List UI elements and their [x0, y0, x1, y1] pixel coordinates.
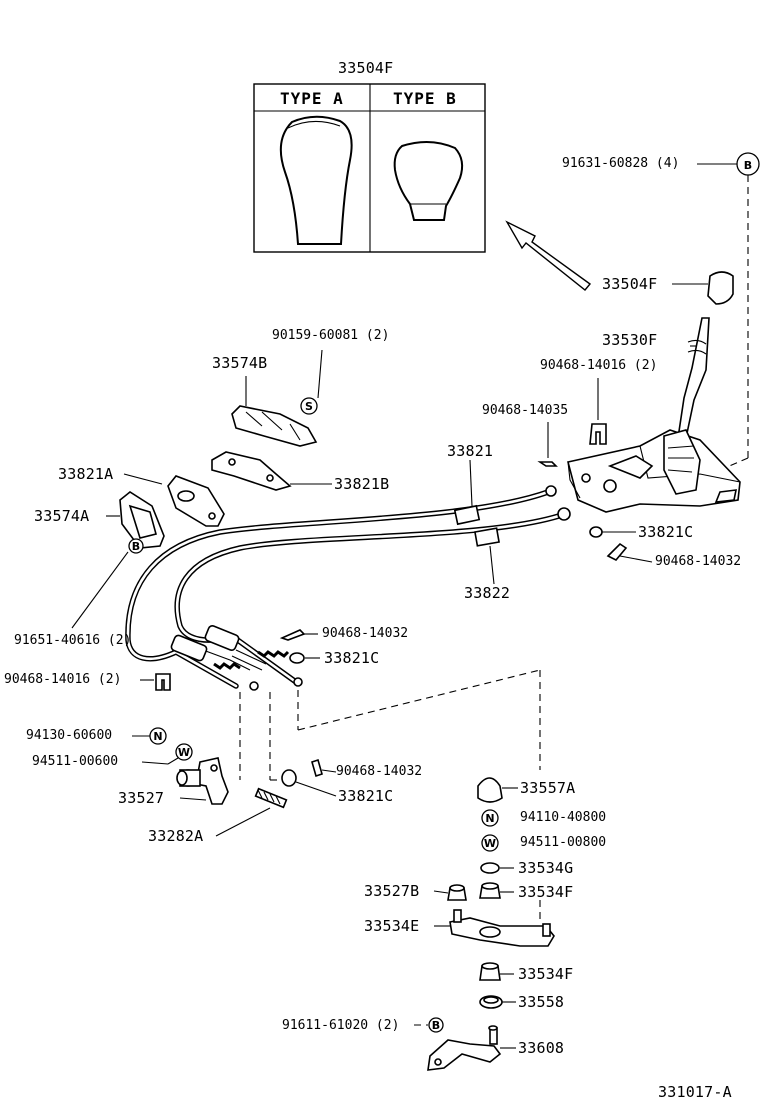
retainer-33574b — [231, 376, 318, 447]
w-marker-left-text: W — [178, 746, 190, 759]
label-33534e: 33534E — [364, 917, 420, 935]
n-marker-left: N — [132, 727, 167, 745]
label-33821c-mid: 33821C — [324, 649, 380, 667]
shift-knob-type-a — [279, 115, 353, 245]
label-90159-60081: 90159-60081 (2) — [272, 328, 390, 343]
b-marker-bottom: B — [414, 1017, 444, 1033]
label-33574a: 33574A — [34, 507, 90, 525]
bushing-33534f-top — [479, 882, 514, 899]
plate-33821a — [123, 473, 225, 527]
type-a-label: TYPE A — [280, 89, 344, 108]
cable-33822 — [174, 507, 571, 685]
b-marker-left: B — [71, 538, 144, 629]
s-marker: S — [300, 349, 323, 415]
type-b-label: TYPE B — [393, 89, 457, 108]
label-90468-14035: 90468-14035 — [482, 403, 569, 418]
b-marker-left-text: B — [132, 540, 140, 553]
washer-33821c-low — [281, 769, 337, 797]
label-33534f-top: 33534F — [518, 883, 574, 901]
label-33534g: 33534G — [518, 859, 574, 877]
label-33821b: 33821B — [334, 475, 390, 493]
washer-33534g — [480, 862, 514, 874]
bracket-33527 — [176, 757, 229, 805]
lever-33534e — [434, 909, 555, 947]
b-marker-top: B — [697, 152, 760, 471]
clip-90468-14016-left — [140, 673, 171, 691]
w-marker-right: W — [481, 834, 499, 852]
w-marker-left: W — [141, 743, 193, 765]
clip-90468-14032-low — [311, 758, 337, 778]
label-33534f-low: 33534F — [518, 965, 574, 983]
label-90468-14032-mid: 90468-14032 — [322, 626, 409, 641]
s-marker-text: S — [305, 400, 313, 413]
shift-lever-assembly — [567, 317, 741, 513]
label-33504f: 33504F — [602, 275, 658, 293]
bushing-33527b — [433, 884, 467, 901]
label-33822: 33822 — [464, 584, 511, 602]
clip-90468-14032-mid — [279, 629, 318, 641]
label-33821c-low: 33821C — [338, 787, 394, 805]
label-94511-00600: 94511-00600 — [32, 754, 119, 769]
pin-33282a — [215, 787, 288, 837]
label-90468-14032-right: 90468-14032 — [655, 554, 742, 569]
label-33821a: 33821A — [58, 465, 114, 483]
lever-33608 — [427, 1025, 516, 1071]
inset-box — [253, 83, 486, 253]
label-94110-40800: 94110-40800 — [520, 810, 607, 825]
label-33282a: 33282A — [148, 827, 204, 845]
label-90468-14016-left: 90468-14016 (2) — [4, 672, 122, 687]
label-91651-40616: 91651-40616 (2) — [14, 633, 132, 648]
b-marker-bottom-text: B — [432, 1019, 440, 1032]
bushing-33557a — [477, 777, 518, 803]
label-33574b: 33574B — [212, 354, 268, 372]
shift-knob — [672, 271, 734, 305]
label-33557a: 33557A — [520, 779, 576, 797]
n-marker-right: N — [481, 809, 499, 827]
diagram-ref-code: 331017-A — [658, 1083, 732, 1101]
label-94511-00800: 94511-00800 — [520, 835, 607, 850]
label-90468-14016-top: 90468-14016 (2) — [540, 358, 658, 373]
clip-90468-14032-right — [606, 542, 653, 563]
label-94130-60600: 94130-60600 — [26, 728, 113, 743]
inset-title: 33504F — [338, 59, 394, 77]
direction-arrow — [505, 220, 592, 291]
assembly-guides — [239, 669, 541, 920]
clip-90468-14016-top — [589, 378, 607, 445]
cable-end-sleeves — [170, 624, 303, 691]
label-33530f: 33530F — [602, 331, 658, 349]
retainer-33574a — [106, 491, 165, 549]
label-33821: 33821 — [447, 442, 494, 460]
label-33527: 33527 — [118, 789, 165, 807]
n-marker-left-text: N — [153, 730, 162, 743]
w-marker-right-text: W — [484, 837, 496, 850]
shift-knob-type-b — [393, 141, 464, 221]
washer-33821c-mid — [289, 652, 320, 664]
label-33558: 33558 — [518, 993, 565, 1011]
label-90468-14032-low: 90468-14032 — [336, 764, 423, 779]
label-33527b: 33527B — [364, 882, 420, 900]
clip-90468-14035 — [537, 422, 558, 467]
b-marker-top-text: B — [744, 159, 752, 172]
n-marker-right-text: N — [485, 812, 494, 825]
label-91631-60828: 91631-60828 (4) — [562, 156, 680, 171]
collar-33558 — [479, 995, 516, 1009]
plate-33821b — [211, 451, 332, 491]
label-33821c-right: 33821C — [638, 523, 694, 541]
label-91611-61020: 91611-61020 (2) — [282, 1018, 400, 1033]
bushing-33534f-low — [479, 962, 514, 981]
label-33608: 33608 — [518, 1039, 565, 1057]
washer-33821c-right — [589, 526, 636, 538]
